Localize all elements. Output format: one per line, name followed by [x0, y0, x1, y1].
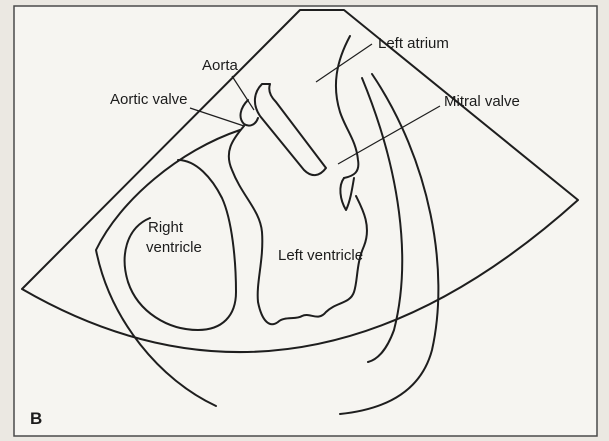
label-left-atrium: Left atrium: [378, 35, 449, 52]
figure-frame: [14, 6, 597, 436]
panel-letter: B: [30, 409, 42, 428]
label-aortic-valve: Aortic valve: [110, 91, 188, 108]
label-left-ventricle: Left ventricle: [278, 247, 363, 264]
label-mitral-valve: Mitral valve: [444, 93, 520, 110]
label-right-ventricle-1: Right: [148, 219, 184, 236]
label-aorta: Aorta: [202, 57, 239, 74]
label-right-ventricle-2: ventricle: [146, 239, 202, 256]
